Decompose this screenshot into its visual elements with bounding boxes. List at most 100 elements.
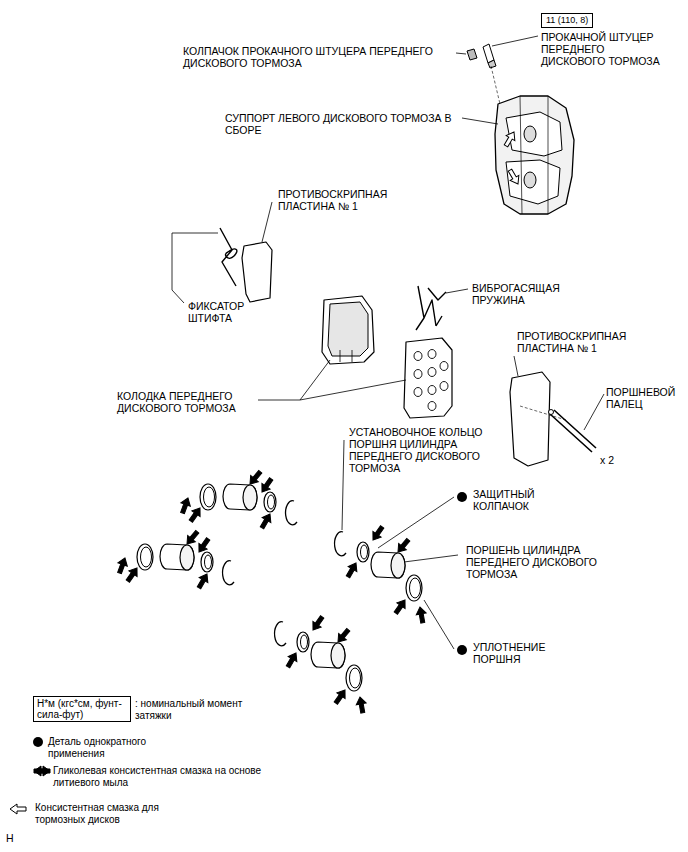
leader-line bbox=[258, 400, 300, 401]
part-label: УСТАНОВОЧНОЕ КОЛЬЦО ПОРШНЯ ЦИЛИНДРА ПЕРЕ… bbox=[349, 426, 487, 474]
part-name: ЗАЩИТНЫЙ КОЛПАЧОК bbox=[473, 488, 535, 512]
cylinder-bore bbox=[524, 126, 536, 142]
leader-line bbox=[492, 36, 538, 46]
piston-seal bbox=[350, 668, 361, 688]
piston bbox=[391, 553, 405, 578]
caliper-body bbox=[495, 96, 574, 214]
pad-hole bbox=[440, 362, 448, 371]
part-name: КОЛОДКА ПЕРЕДНЕГО ДИСКОВОГО ТОРМОЗА bbox=[117, 390, 236, 414]
part-name: УСТАНОВОЧНОЕ КОЛЬЦО ПОРШНЯ ЦИЛИНДРА ПЕРЕ… bbox=[349, 426, 483, 474]
pad-hole bbox=[428, 368, 436, 377]
grease-arrow bbox=[195, 536, 212, 555]
one-time-use-dot bbox=[457, 492, 467, 502]
pad-hole bbox=[414, 352, 422, 361]
caliper-window bbox=[506, 160, 560, 204]
pad-hole bbox=[428, 402, 436, 411]
leader-line bbox=[172, 233, 173, 290]
boot bbox=[361, 545, 368, 559]
grease-arrow bbox=[187, 505, 204, 524]
piston bbox=[311, 642, 345, 668]
dash-line bbox=[491, 66, 500, 104]
legend-entry: : номинальный момент затяжки bbox=[135, 698, 255, 722]
boot bbox=[264, 492, 276, 512]
leader-line bbox=[172, 233, 218, 234]
part-label: ФИКСАТОР ШТИФТА bbox=[188, 300, 260, 324]
leader-line bbox=[462, 118, 498, 124]
piston-seal bbox=[141, 547, 152, 567]
legend-text: : номинальный момент затяжки bbox=[135, 698, 242, 721]
part-name: x 2 bbox=[600, 454, 614, 466]
leader-line bbox=[300, 380, 406, 400]
part-label: ВИБРОГАСЯЩАЯ ПРУЖИНА bbox=[472, 282, 584, 306]
pad-hole bbox=[414, 370, 422, 379]
grease-arrow bbox=[34, 766, 50, 776]
anti-squeal-shim bbox=[510, 372, 550, 466]
bleeder-plug bbox=[483, 44, 494, 63]
grease-arrow bbox=[332, 687, 349, 706]
pad-hole bbox=[428, 386, 436, 395]
grease-arrow bbox=[309, 614, 326, 633]
piston bbox=[180, 545, 194, 570]
part-label: ПРОТИВОСКРИПНАЯ ПЛАСТИНА № 1 bbox=[278, 188, 408, 212]
grease-arrow bbox=[195, 572, 212, 591]
leader-line bbox=[262, 202, 272, 242]
retaining-ring bbox=[275, 622, 286, 646]
boot bbox=[301, 635, 308, 649]
bleeder-cap bbox=[467, 49, 477, 60]
leader-line bbox=[456, 53, 466, 54]
part-label: УПЛОТНЕНИЕ ПОРШНЯ bbox=[473, 641, 565, 665]
part-label: x 2 bbox=[600, 454, 630, 466]
piston bbox=[160, 544, 194, 570]
grease-arrow bbox=[258, 512, 275, 531]
piston bbox=[371, 552, 405, 578]
part-name: ПОРШНЕВОЙ ПАЛЕЦ bbox=[606, 386, 675, 410]
piston-seal bbox=[137, 544, 153, 570]
grease-arrow bbox=[284, 651, 301, 670]
anti-rattle-spring bbox=[416, 286, 446, 330]
leader-line bbox=[378, 497, 454, 548]
grease-arrow bbox=[258, 476, 275, 495]
leader-line bbox=[584, 394, 604, 430]
one-time-use-dot bbox=[457, 645, 467, 655]
retaining-ring bbox=[286, 501, 297, 525]
part-name: ПРОКАЧНОЙ ШТУЦЕР ПЕРЕДНЕГО ДИСКОВОГО ТОР… bbox=[541, 31, 660, 67]
spec-text: 11 (110, 8) bbox=[546, 15, 588, 26]
part-label: ПРОТИВОСКРИПНАЯ ПЛАСТИНА № 1 bbox=[517, 330, 643, 354]
part-label: СУППОРТ ЛЕВОГО ДИСКОВОГО ТОРМОЗА В СБОРЕ bbox=[225, 112, 461, 136]
part-name: КОЛПАЧОК ПРОКАЧНОГО ШТУЦЕРА ПЕРЕДНЕГО ДИ… bbox=[183, 45, 433, 69]
grease-arrow bbox=[246, 469, 264, 488]
piston bbox=[223, 484, 257, 510]
part-name: ВИБРОГАСЯЩАЯ ПРУЖИНА bbox=[472, 282, 560, 306]
part-label: ЗАЩИТНЫЙ КОЛПАЧОК bbox=[473, 488, 565, 512]
pin-head bbox=[549, 410, 554, 415]
leader-line bbox=[300, 360, 330, 400]
caliper-edge bbox=[548, 96, 549, 214]
part-name: ФИКСАТОР ШТИФТА bbox=[188, 300, 244, 324]
grease-arrow bbox=[178, 496, 193, 514]
piston-seal bbox=[346, 665, 362, 691]
grease-arrow bbox=[124, 565, 141, 584]
part-label: H bbox=[6, 832, 26, 844]
piston bbox=[243, 485, 257, 510]
pin-retainer-clip bbox=[220, 228, 237, 286]
leader-line bbox=[424, 600, 454, 649]
brake-pad bbox=[404, 338, 452, 418]
leader-line bbox=[342, 440, 344, 530]
pad-hole bbox=[414, 388, 422, 397]
grease-arrow bbox=[369, 524, 386, 543]
grease-arrow bbox=[183, 529, 201, 548]
grease-arrow bbox=[392, 597, 409, 616]
spec-text: Н*м (кгс*см, фунт-сила-фут) bbox=[37, 698, 127, 720]
legend-dot bbox=[33, 737, 43, 747]
part-name: ПРОТИВОСКРИПНАЯ ПЛАСТИНА № 1 bbox=[517, 330, 626, 354]
boot bbox=[205, 555, 212, 569]
boot bbox=[357, 542, 369, 562]
leader-line bbox=[172, 290, 184, 303]
retaining-ring bbox=[335, 532, 346, 556]
caliper-edge bbox=[520, 96, 522, 214]
spec-box: 11 (110, 8) bbox=[541, 13, 593, 28]
leader-line bbox=[404, 555, 458, 562]
legend-text: Деталь однократного применения bbox=[48, 736, 146, 759]
part-label: КОЛПАЧОК ПРОКАЧНОГО ШТУЦЕРА ПЕРЕДНЕГО ДИ… bbox=[183, 45, 455, 69]
piston-seal bbox=[406, 575, 422, 601]
